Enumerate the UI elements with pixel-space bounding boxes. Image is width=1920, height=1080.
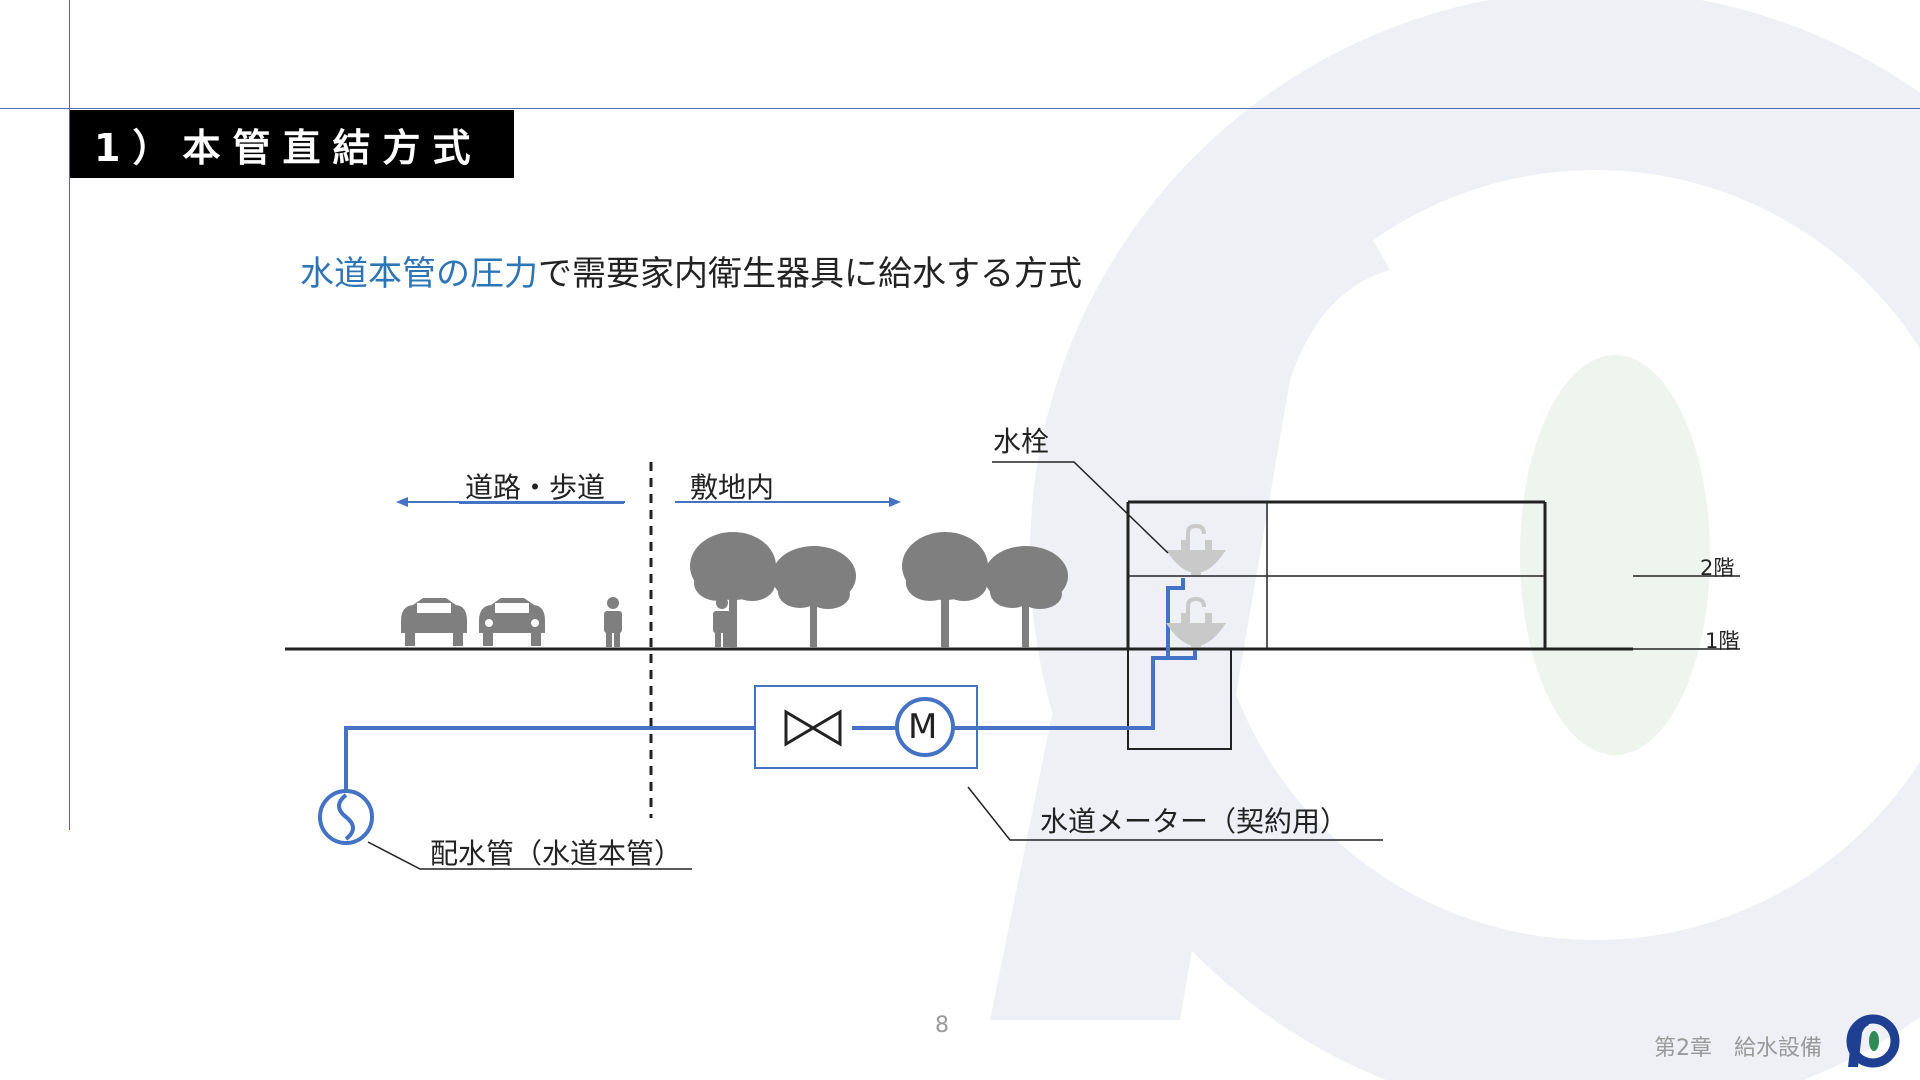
subtitle: 水道本管の圧力で需要家内衛生器具に給水する方式: [300, 246, 1082, 295]
person-icon: [604, 597, 622, 647]
car-icon: [401, 598, 467, 646]
tree-icon: [902, 532, 988, 648]
premises-arrow: [675, 497, 901, 507]
section-title-text: 1）本管直結方式: [94, 125, 483, 170]
header-rule: [0, 108, 1920, 109]
subtitle-rest: で需要家内衛生器具に給水する方式: [538, 254, 1082, 294]
meter-box: [754, 685, 978, 769]
floor-1-label: 1階: [1705, 629, 1740, 653]
distribution-main-label: 配水管（水道本管）: [430, 837, 683, 870]
main-pipe-icon: [318, 789, 374, 845]
sink-icon: [1166, 523, 1226, 575]
section-title: 1）本管直結方式: [70, 110, 514, 178]
tree-icon: [772, 546, 856, 648]
supply-pipe: [344, 578, 1197, 795]
page-number: 8: [935, 1013, 949, 1038]
road-sidewalk-label: 道路・歩道: [465, 471, 606, 504]
chapter-label: 第2章 給水設備: [1654, 1036, 1822, 1061]
organization-logo: [1846, 1014, 1900, 1068]
faucet-label: 水栓: [993, 425, 1050, 458]
car-icon: [479, 598, 545, 646]
person-icon: [713, 597, 731, 647]
left-rule: [69, 0, 70, 830]
valve-icon: [784, 709, 842, 747]
water-meter-label: 水道メーター（契約用）: [1040, 805, 1349, 838]
sink-icon: [1166, 596, 1226, 647]
subtitle-highlight: 水道本管の圧力: [300, 254, 538, 294]
floor-2-label: 2階: [1700, 556, 1735, 580]
tree-icon: [984, 546, 1068, 648]
premises-label: 敷地内: [690, 471, 775, 504]
tree-icon: [690, 532, 776, 648]
leader-lines: [367, 461, 1383, 870]
building: [1126, 500, 1547, 750]
meter-symbol-label: M: [908, 707, 938, 747]
meter-icon: [895, 697, 955, 757]
